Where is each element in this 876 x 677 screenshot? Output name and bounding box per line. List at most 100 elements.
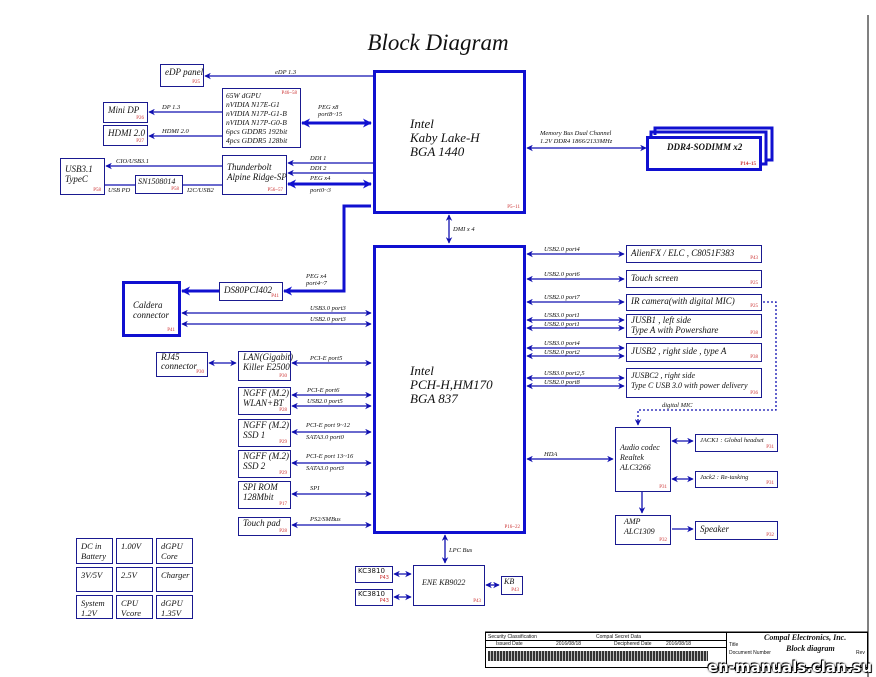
usb-link-label: USB3.0 port2,5 bbox=[544, 370, 585, 377]
codec-l2: Realtek bbox=[620, 453, 644, 462]
page-ref: P31 bbox=[766, 481, 774, 486]
power-cell: Charger bbox=[156, 567, 193, 592]
jack1-label: JACK1 : Global headset bbox=[700, 437, 764, 444]
rj45-l2: connector bbox=[161, 361, 197, 371]
issued-label: Issued Date bbox=[496, 641, 523, 647]
peg-x4b-label: PEG x4 bbox=[306, 273, 327, 280]
peg-x8-ports-label: port8~15 bbox=[318, 111, 343, 118]
power-cell: System 1.2V bbox=[76, 595, 113, 619]
usb-pd-label: USB PD bbox=[108, 187, 131, 194]
tb-l2: Alpine Ridge-SP bbox=[227, 172, 287, 182]
peg-x4-ports-label: port0~3 bbox=[310, 187, 331, 194]
rev-label: Rev bbox=[856, 650, 865, 656]
page-ref: P25 bbox=[192, 80, 200, 85]
power-cell: 2.5V bbox=[116, 567, 153, 592]
cpu-block: Intel Kaby Lake-H BGA 1440 P5~11 bbox=[373, 70, 526, 214]
page-ref: P30 bbox=[196, 370, 204, 375]
kc1-label: KC3810 bbox=[358, 567, 385, 575]
ir-camera-block: IR camera(with digital MIC)P25 bbox=[626, 294, 762, 311]
usb31-l2: TypeC bbox=[65, 174, 88, 184]
jusb1-label: JUSB1 , left side bbox=[631, 315, 691, 325]
doc-title: Block diagram bbox=[786, 644, 835, 653]
peg-x8-label: PEG x8 bbox=[318, 104, 339, 111]
amp-l1: AMP bbox=[624, 517, 641, 526]
ir-camera-label: IR camera(with digital MIC) bbox=[631, 296, 735, 306]
title-block: Security Classification Compal Secret Da… bbox=[485, 632, 868, 669]
caldera-l1: Caldera bbox=[133, 300, 163, 310]
page-ref: P28 bbox=[279, 408, 287, 413]
sn-label: SN1508014 bbox=[138, 177, 176, 186]
ssd2-l1: NGFF (M.2) bbox=[243, 451, 289, 461]
kc2-label: KC3810 bbox=[358, 590, 385, 598]
pch-l1: Intel bbox=[410, 363, 434, 378]
page-ref: P26 bbox=[136, 116, 144, 121]
usb-link-label: USB2.0 port1 bbox=[544, 321, 580, 328]
speaker-label: Speaker bbox=[700, 524, 729, 534]
power-cell: 3V/5V bbox=[76, 567, 113, 592]
peg-x4-label: PEG x4 bbox=[310, 175, 331, 182]
usb31-l1: USB3.1 bbox=[65, 164, 93, 174]
ene-label: ENE KB9022 bbox=[422, 578, 466, 587]
spi-l2: 128Mbit bbox=[243, 492, 274, 502]
pch-l2: PCH-H,HM170 bbox=[410, 377, 493, 392]
usb-link-label: USB2.0 port6 bbox=[544, 271, 580, 278]
page-ref: P30 bbox=[279, 374, 287, 379]
touch-screen-label: Touch screen bbox=[631, 273, 679, 283]
dmi-label: DMI x 4 bbox=[453, 226, 475, 233]
peg-x4b-ports-label: port4~7 bbox=[306, 280, 327, 287]
page-ref: P41 bbox=[167, 328, 175, 333]
page-ref: P31 bbox=[766, 445, 774, 450]
page-ref: P38 bbox=[750, 355, 758, 360]
caldera-usb2-label: USB2.0 port3 bbox=[310, 316, 346, 323]
digital-mic-label: digital MIC bbox=[662, 402, 693, 409]
hdmi-link-label: HDMI 2.0 bbox=[162, 128, 189, 135]
mini-dp-label: Mini DP bbox=[108, 105, 140, 115]
security-label: Security Classification bbox=[488, 634, 537, 640]
usb-link-label: USB2.0 port2 bbox=[544, 349, 580, 356]
edp-link-label: eDP 1.3 bbox=[275, 69, 297, 76]
secret-label: Compal Secret Data bbox=[596, 634, 642, 640]
hda-label: HDA bbox=[544, 451, 558, 458]
page-ref: P17 bbox=[279, 502, 287, 507]
ddi1-label: DDI 1 bbox=[310, 155, 327, 162]
page-ref: P36 bbox=[750, 391, 758, 396]
spi-l1: SPI ROM bbox=[243, 482, 278, 492]
cpu-l3: BGA 1440 bbox=[410, 144, 465, 159]
gpu-line: nVIDIA N17P-G1-B bbox=[226, 109, 287, 118]
power-cell: dGPU Core bbox=[156, 538, 193, 564]
gpu-line: 4pcs GDDR5 128bit bbox=[226, 136, 288, 145]
page-ref: P43 bbox=[379, 575, 389, 581]
page-ref: P32 bbox=[659, 538, 667, 543]
wlan-l2: WLAN+BT bbox=[243, 398, 284, 408]
spi-link-label: SPI bbox=[310, 485, 320, 492]
page-ref: P43 bbox=[379, 598, 389, 604]
power-cell: CPU Vcore bbox=[116, 595, 153, 619]
ssd1-l1: NGFF (M.2) bbox=[243, 420, 289, 430]
cio-link-label: CIO/USB3.1 bbox=[116, 158, 150, 165]
ps2-link-label: PS2/SMBus bbox=[310, 516, 341, 523]
amp-l2: ALC1309 bbox=[624, 527, 655, 536]
ssd2-link1-label: PCI-E port 13~16 bbox=[306, 453, 354, 460]
